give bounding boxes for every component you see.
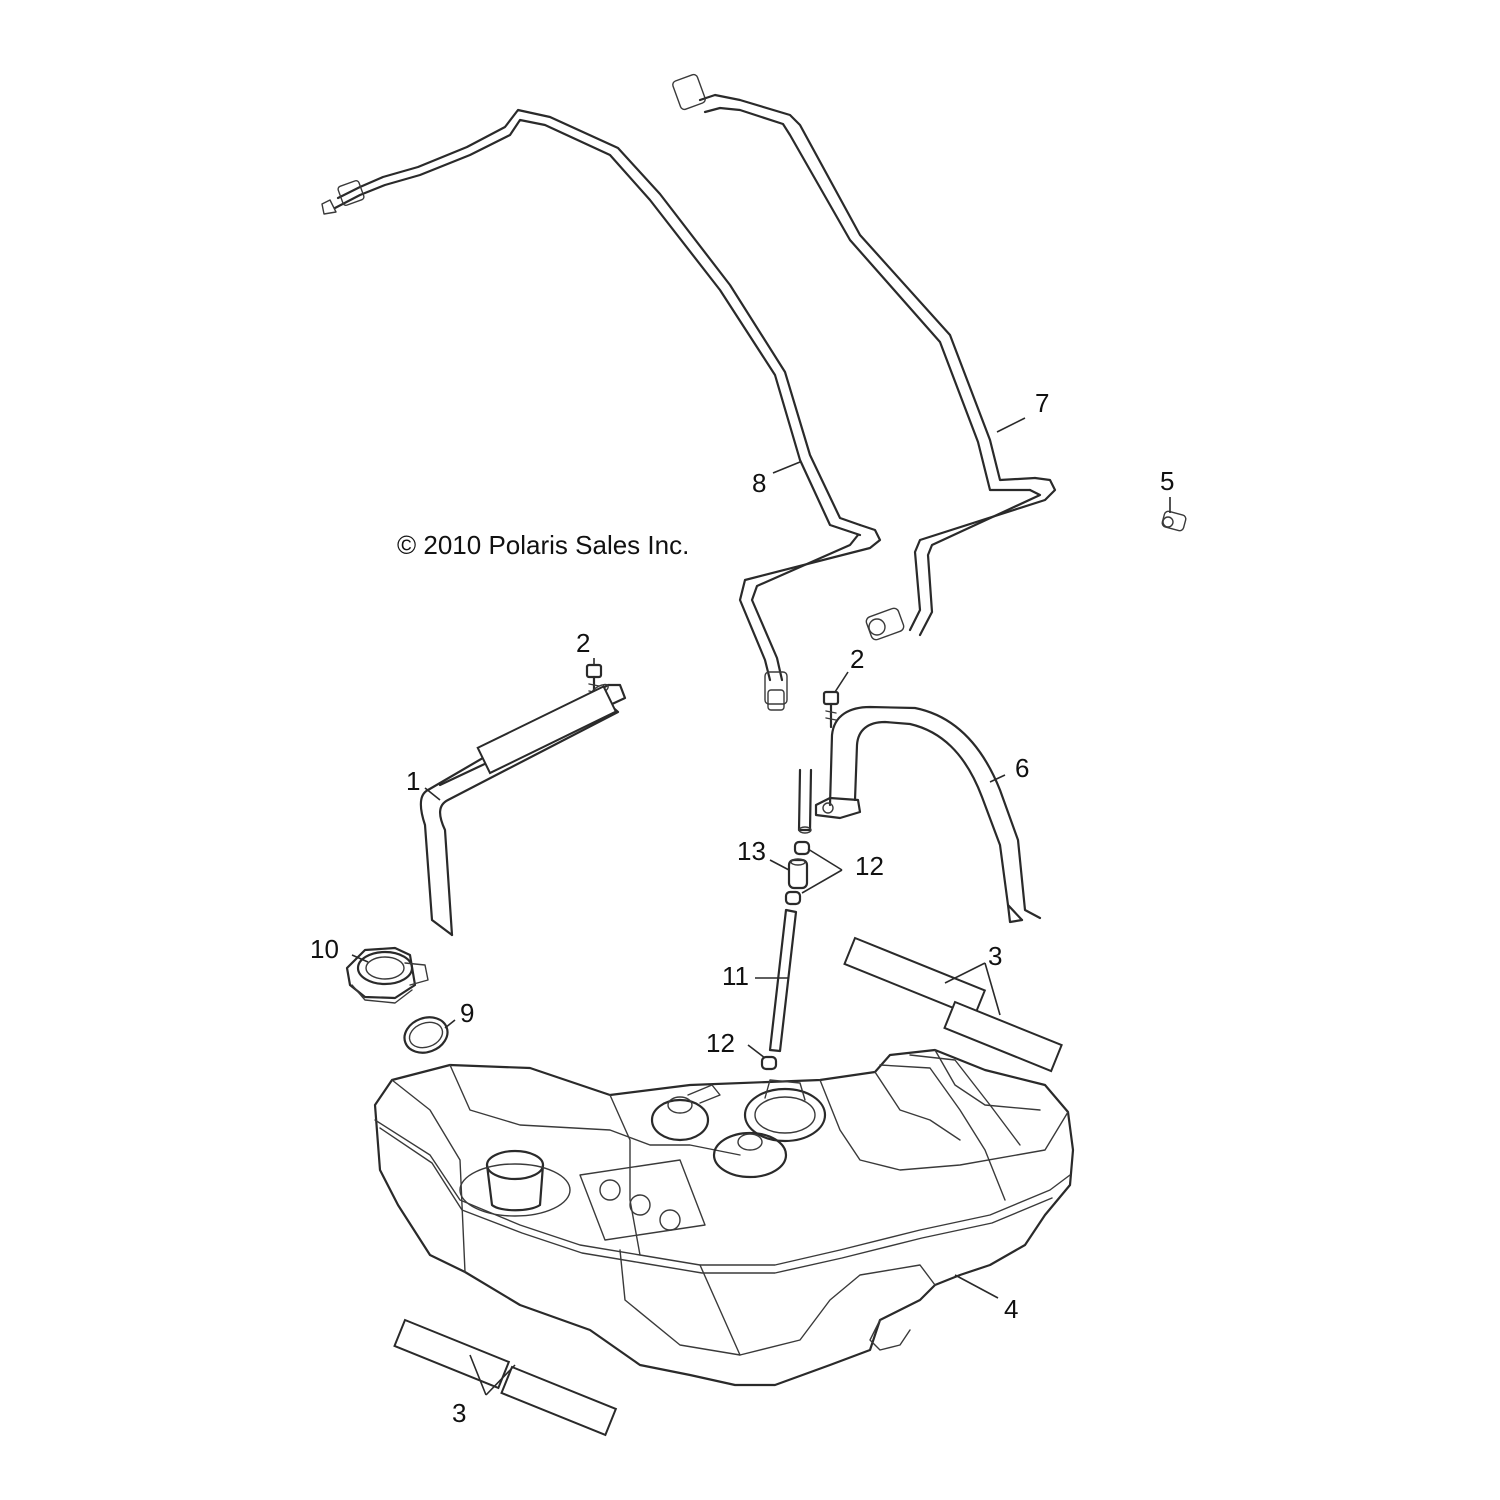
- fuel-line-upper[interactable]: [797, 768, 813, 834]
- callout-12-upper: 12: [855, 851, 884, 881]
- fuel-cap-o-ring[interactable]: [400, 1012, 453, 1059]
- callout-1: 1: [406, 766, 420, 796]
- screw-upper-right[interactable]: [822, 690, 840, 729]
- callout-12-lower: 12: [706, 1028, 735, 1058]
- callout-5: 5: [1160, 466, 1174, 496]
- callout-3-left: 3: [452, 1398, 466, 1428]
- callout-4: 4: [1004, 1294, 1018, 1324]
- hose-clamp-lower[interactable]: [760, 1055, 778, 1071]
- vent-hose-left[interactable]: [321, 108, 882, 711]
- callout-2-upper-left: 2: [576, 628, 590, 658]
- tank-pad-left-upper: [393, 1318, 511, 1390]
- hose-fitting[interactable]: [1161, 510, 1187, 532]
- callout-8: 8: [752, 468, 766, 498]
- fuel-cap[interactable]: [345, 946, 429, 1004]
- vent-hose-right[interactable]: [672, 73, 1057, 641]
- inline-fuel-filter[interactable]: [787, 858, 809, 890]
- tank-pad-right-lower: [943, 1000, 1063, 1073]
- strap-pad-left: [476, 685, 618, 775]
- callout-2-upper-right: 2: [850, 644, 864, 674]
- callout-3-right: 3: [988, 941, 1002, 971]
- fuel-line-lower[interactable]: [768, 908, 798, 1053]
- hose-clamp-middle[interactable]: [784, 890, 802, 906]
- fuel-tank[interactable]: [373, 1048, 1075, 1387]
- callout-11: 11: [722, 961, 749, 991]
- callout-13: 13: [737, 836, 766, 866]
- callout-9: 9: [460, 998, 474, 1028]
- tank-strap-right[interactable]: [814, 705, 1042, 924]
- callout-10: 10: [310, 934, 339, 964]
- tank-pad-right-upper: [843, 936, 987, 1018]
- copyright-notice: © 2010 Polaris Sales Inc.: [397, 530, 689, 560]
- callout-6: 6: [1015, 753, 1029, 783]
- callout-7: 7: [1035, 388, 1049, 418]
- hose-clamp-upper[interactable]: [793, 840, 811, 856]
- leader-lines: [351, 417, 1171, 1396]
- tank-pad-left-lower: [500, 1365, 618, 1437]
